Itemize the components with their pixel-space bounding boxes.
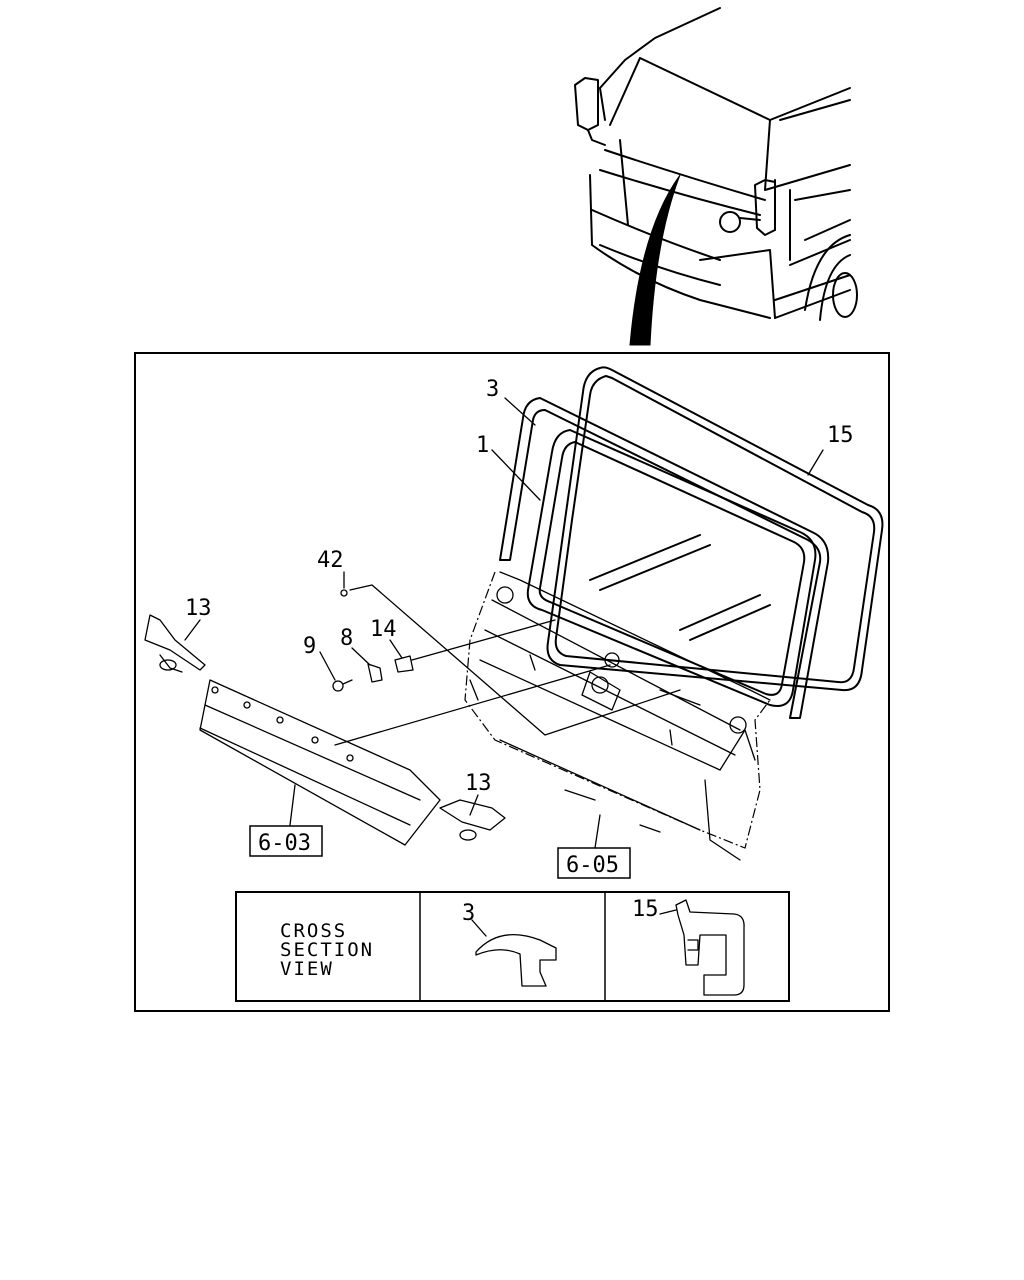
label-part-15: 15 [827, 423, 854, 448]
bracket-right [439, 799, 506, 841]
cowl-cover [199, 679, 441, 846]
label-part-9: 9 [303, 634, 316, 659]
seal-15-profile [675, 899, 745, 996]
cross-section-line1: CROSS [280, 920, 347, 942]
screw-9 [332, 680, 344, 692]
label-part-3: 3 [486, 377, 499, 402]
clip-14 [394, 655, 414, 673]
label-part-13-left: 13 [185, 596, 212, 621]
truck-cab-illustration [574, 7, 858, 346]
label-part-42: 42 [317, 548, 344, 573]
section-ref-6-03: 6-03 [249, 825, 323, 857]
label-part-13-right: 13 [465, 771, 492, 796]
cross-section-leader-3 [471, 919, 487, 937]
cross-section-panel: CROSS SECTION VIEW 3 15 [235, 891, 790, 1002]
fasteners [332, 589, 414, 692]
seal-3-profile [475, 934, 557, 987]
grommet-42 [340, 589, 348, 597]
cross-section-line3: VIEW [280, 958, 334, 980]
cross-section-leader-15 [659, 909, 677, 915]
label-part-1: 1 [476, 433, 489, 458]
cross-section-line2: SECTION [280, 939, 374, 961]
label-part-8: 8 [340, 626, 353, 651]
bracket-left [144, 614, 206, 673]
label-part-14: 14 [370, 617, 397, 642]
cross-section-label-15: 15 [632, 897, 659, 922]
section-ref-6-05: 6-05 [557, 847, 631, 879]
windshield-glass-and-seals [499, 366, 884, 719]
leader-lines [184, 397, 824, 849]
section-ref-6-03-text: 6-03 [258, 831, 311, 856]
main-frame [134, 352, 890, 1012]
cowl-panel [464, 571, 771, 861]
nut-8 [367, 663, 383, 683]
section-ref-6-05-text: 6-05 [566, 853, 619, 878]
